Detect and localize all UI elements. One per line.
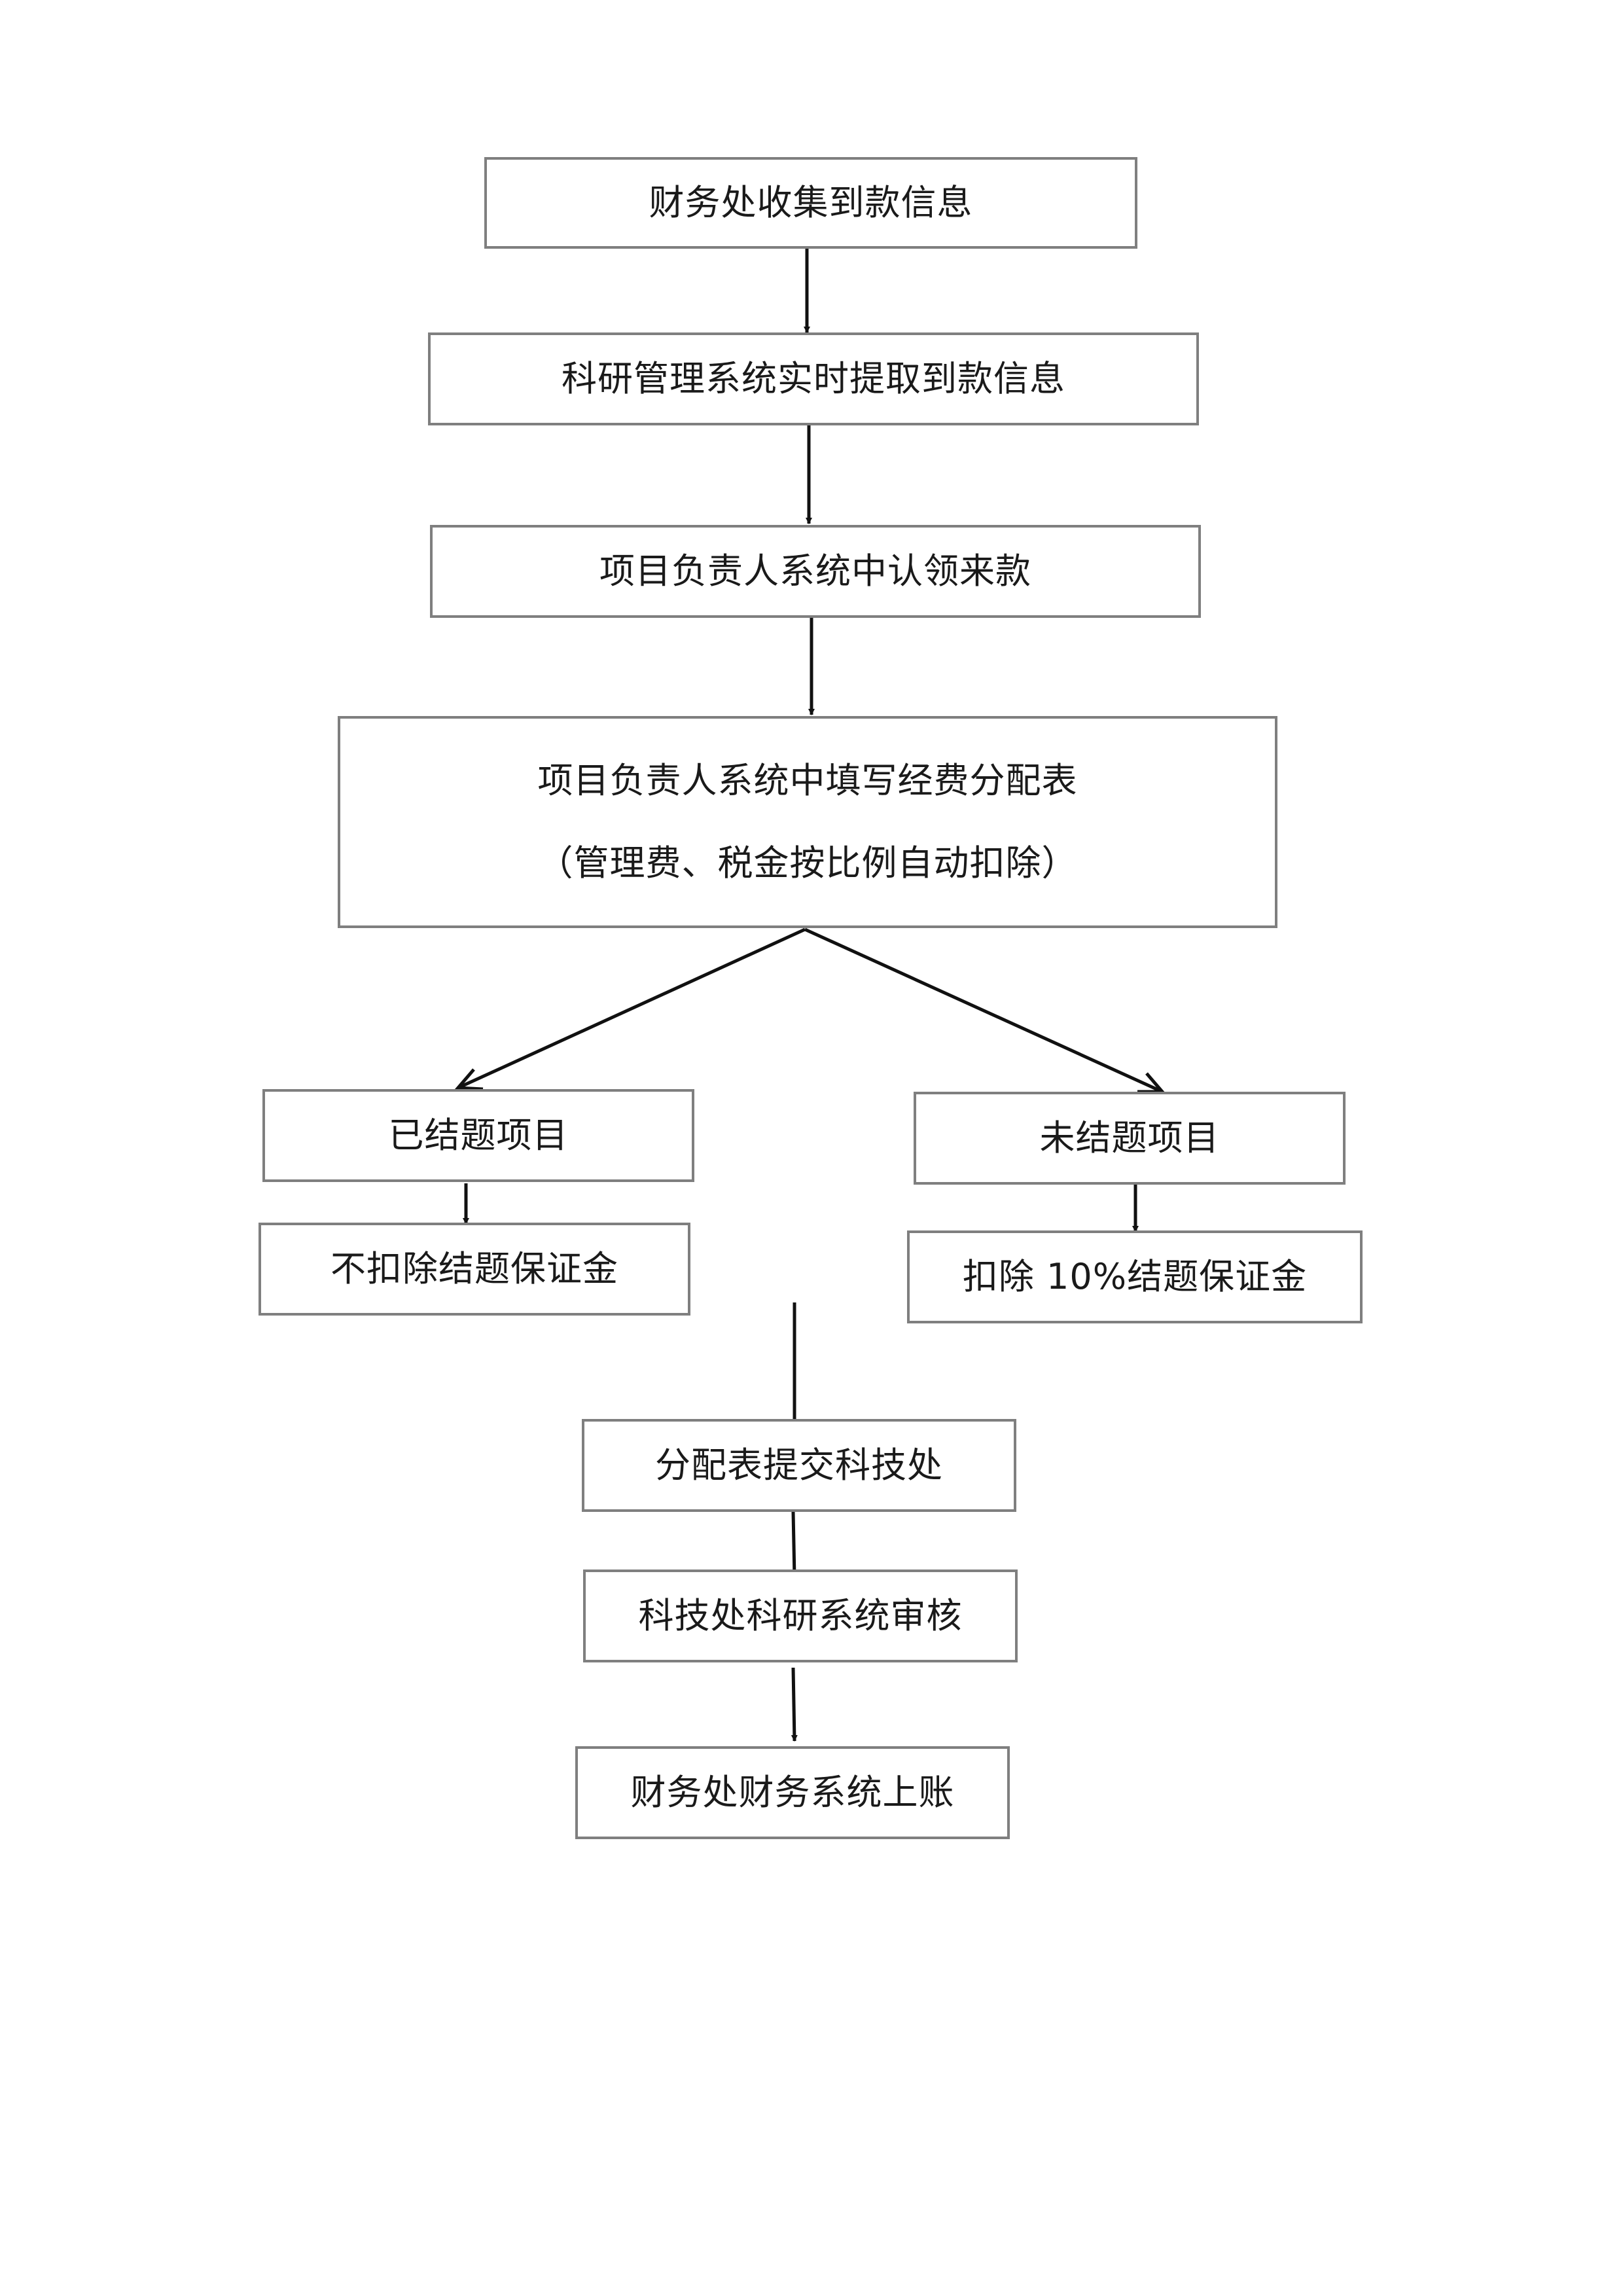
step-open-project-label: 未结题项目 bbox=[1039, 1117, 1220, 1158]
step-no-deduction-label: 不扣除结题保证金 bbox=[330, 1248, 618, 1289]
step-submit: 分配表提交科技处 bbox=[582, 1419, 1016, 1512]
step-claim-label: 项目负责人系统中认领来款 bbox=[599, 550, 1031, 592]
step-collect-label: 财务处收集到款信息 bbox=[649, 182, 973, 223]
step-extract: 科研管理系统实时提取到款信息 bbox=[428, 332, 1199, 425]
step-open-project: 未结题项目 bbox=[914, 1092, 1346, 1185]
step-closed-project-label: 已结题项目 bbox=[388, 1115, 569, 1156]
arrow-allocate-to-closed bbox=[454, 927, 806, 1091]
step-posting-label: 财务处财务系统上账 bbox=[630, 1772, 955, 1813]
step-posting: 财务处财务系统上账 bbox=[575, 1746, 1010, 1839]
arrow-submit-to-review bbox=[791, 1511, 798, 1578]
step-review-label: 科技处科研系统审核 bbox=[638, 1595, 963, 1636]
step-allocate-line1: 项目负责人系统中填写经费分配表 bbox=[537, 760, 1078, 801]
step-extract-label: 科研管理系统实时提取到款信息 bbox=[562, 358, 1065, 399]
step-review: 科技处科研系统审核 bbox=[583, 1570, 1018, 1662]
step-deduction-label: 扣除 10%结题保证金 bbox=[962, 1256, 1308, 1297]
step-allocate-line2: （管理费、税金按比例自动扣除） bbox=[537, 842, 1078, 884]
step-no-deduction: 不扣除结题保证金 bbox=[259, 1223, 690, 1316]
arrow-allocate-to-open bbox=[804, 927, 1166, 1094]
step-collect: 财务处收集到款信息 bbox=[484, 157, 1137, 249]
step-closed-project: 已结题项目 bbox=[262, 1089, 694, 1182]
step-submit-label: 分配表提交科技处 bbox=[655, 1444, 943, 1486]
step-deduction: 扣除 10%结题保证金 bbox=[907, 1230, 1363, 1323]
step-allocate: 项目负责人系统中填写经费分配表 （管理费、税金按比例自动扣除） bbox=[338, 716, 1277, 928]
step-claim: 项目负责人系统中认领来款 bbox=[430, 525, 1201, 618]
arrow-review-to-posting bbox=[791, 1667, 798, 1742]
